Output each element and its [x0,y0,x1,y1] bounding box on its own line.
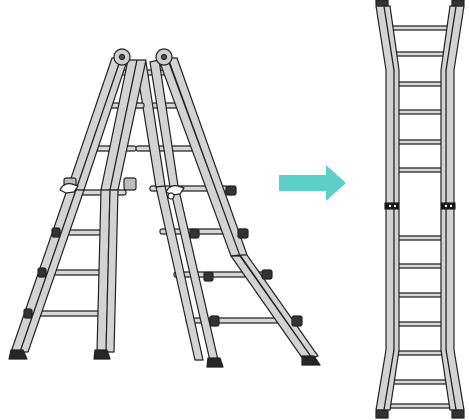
ladder-conversion-diagram [0,0,469,420]
